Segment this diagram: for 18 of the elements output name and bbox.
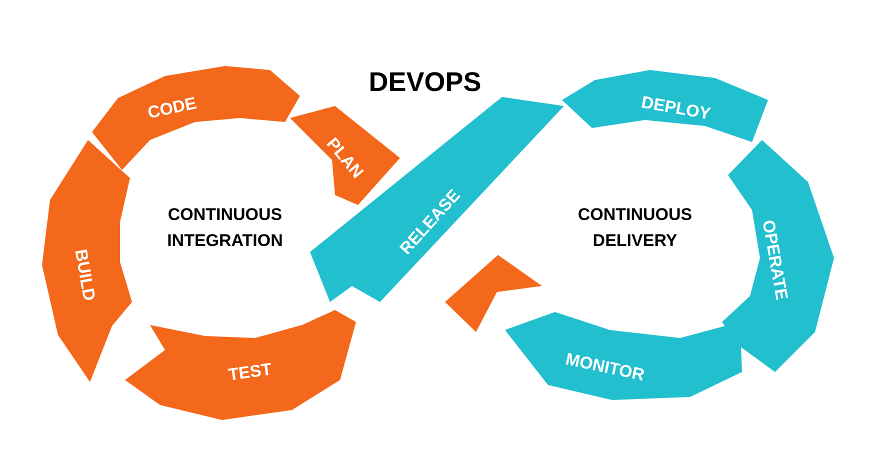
segment-label: DEPLOY [640,94,712,122]
center-label: CONTINUOUS INTEGRATION [166,204,284,252]
segment-label: BUILD [72,248,98,302]
chevron-shape [445,255,542,332]
segment-label: TEST [227,360,273,384]
segment-label: MONITOR [564,350,646,384]
operate-arc-segment [722,140,834,372]
test-arc-segment [125,310,356,420]
segment-label: CODE [146,94,198,122]
segment-label: OPERATE [760,218,790,302]
monitor-arc-segment [505,312,742,400]
build-arc-segment [42,140,132,382]
plan-arrow-segment [290,106,400,205]
deploy-arc-segment [562,70,768,142]
diagram-title: DEVOPS [368,66,482,99]
code-arc-segment [92,66,300,170]
center-label: CONTINUOUS DELIVERY [576,204,694,252]
release-arrow-band [310,97,564,302]
